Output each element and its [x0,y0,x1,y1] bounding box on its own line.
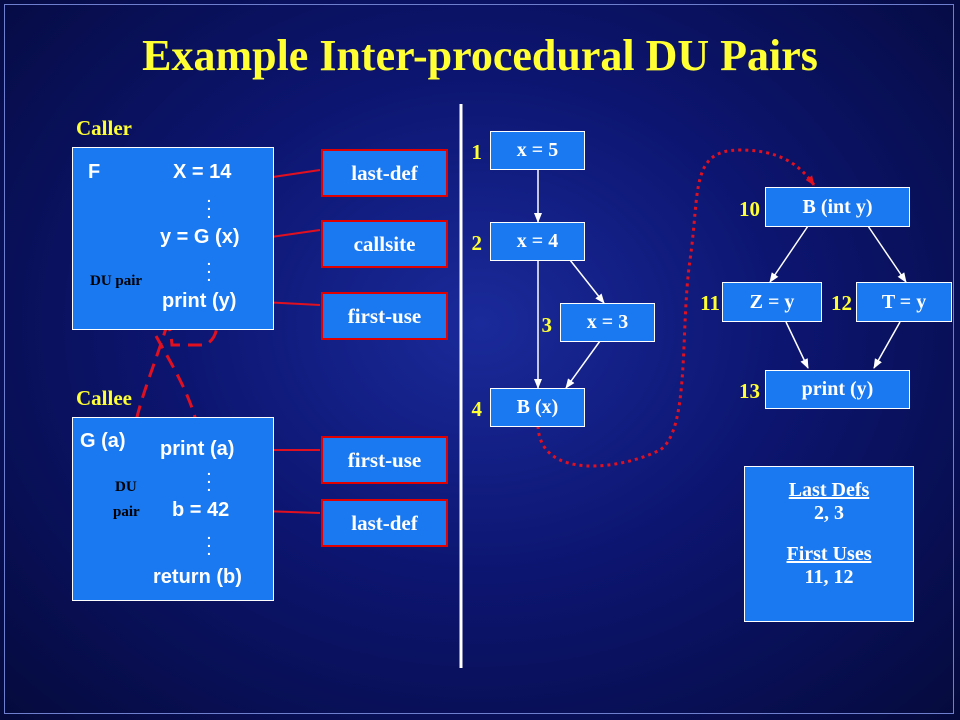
callee-du-label-2: pair [113,504,140,520]
node-number-13: 13 [739,379,760,403]
caller-ellipsis-1: ... [207,189,211,221]
edge-11-13 [785,321,809,369]
callee-proc-name: G (a) [80,430,126,452]
tag-callee-first-use: first-use [321,436,448,484]
slide-frame [4,4,954,714]
page-title: Example Inter-procedural DU Pairs [142,31,818,80]
node-4: B (x) [490,388,585,427]
caller-line-3: print (y) [162,290,237,312]
edge-10-11 [769,225,809,283]
caller-label: Caller [76,116,132,140]
legend-last-defs-value: 2, 3 [814,502,844,524]
callee-line-3: return (b) [153,566,242,588]
callee-ellipsis-2: ... [207,526,211,558]
callee-ellipsis-1: ... [207,462,211,494]
legend-box: Last Defs 2, 3 First Uses 11, 12 [744,466,914,622]
node-number-1: 1 [471,140,483,164]
caller-proc-name: F [88,161,101,183]
tag-callsite: callsite [321,220,448,268]
node-12: T = y [856,282,952,322]
node-11: Z = y [722,282,822,322]
callee-box [72,417,274,601]
caller-line-2: y = G (x) [160,226,240,248]
node-number-11: 11 [700,291,720,315]
callee-label: Callee [76,386,132,410]
tag-first-use: first-use [321,292,448,340]
node-1: x = 5 [490,131,585,170]
node-2: x = 4 [490,222,585,261]
tag-callee-last-def: last-def [321,499,448,547]
legend-last-defs-label: Last Defs [788,479,870,501]
node-number-3: 3 [541,313,553,337]
edge-3-4 [565,340,601,389]
legend-first-uses-value: 11, 12 [804,566,854,588]
node-number-10: 10 [739,197,760,221]
node-number-4: 4 [471,397,483,421]
caller-ellipsis-2: ... [207,252,211,284]
callee-line-2: b = 42 [172,499,230,521]
callee-du-label-1: DU [115,479,137,495]
node-number-2: 2 [471,231,483,255]
callee-line-1: print (a) [160,438,235,460]
edge-10-12 [867,225,907,283]
du-pair-arrow-callee [154,335,200,429]
caller-box [72,147,274,330]
edge-12-13 [873,321,901,369]
caller-line-1: X = 14 [173,161,232,183]
node-13: print (y) [765,370,910,409]
tag-last-def: last-def [321,149,448,197]
edge-2-3 [569,259,605,304]
node-number-12: 12 [831,291,852,315]
node-10: B (int y) [765,187,910,227]
legend-first-uses-label: First Uses [786,543,872,565]
caller-du-pair-label: DU pair [90,273,143,289]
node-3: x = 3 [560,303,655,342]
